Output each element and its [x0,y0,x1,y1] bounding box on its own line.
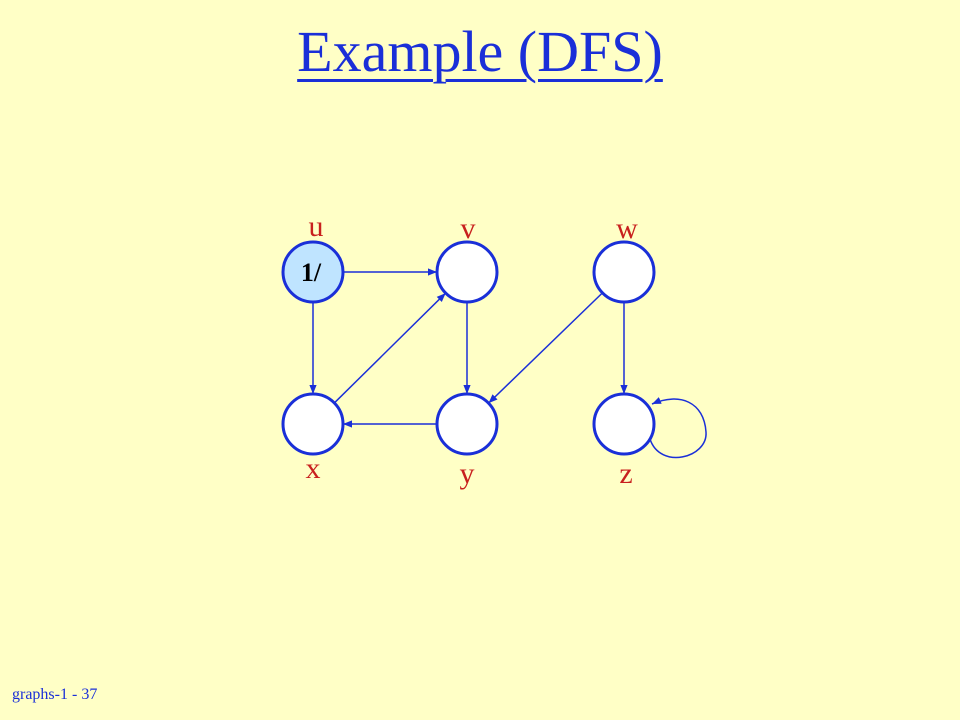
node-u-label: u [309,210,324,243]
node-u: 1/u [281,210,345,304]
edge-x-v [333,292,447,404]
node-w-label: w [616,212,638,245]
slide-footer: graphs-1 - 37 [12,686,98,703]
edge-z-z [649,397,707,459]
node-z-label: z [619,457,632,490]
node-v-label: v [461,212,476,245]
node-u-circle [281,240,345,304]
node-v-circle [435,240,499,304]
node-x-circle [281,392,345,456]
node-w-circle [592,240,656,304]
edges-layer [309,268,707,459]
node-x: x [281,392,345,485]
node-u-annotation: 1/ [301,258,322,287]
node-w: w [592,212,656,304]
node-y-circle [435,392,499,456]
slide-title: Example (DFS) [297,19,663,84]
node-y-label: y [460,457,475,490]
nodes-layer: 1/u v w x y z [281,210,656,490]
node-y: y [435,392,499,490]
node-v: v [435,212,499,304]
edge-w-y [488,292,603,404]
node-z-circle [592,392,656,456]
node-z: z [592,392,656,490]
node-x-label: x [306,452,321,485]
